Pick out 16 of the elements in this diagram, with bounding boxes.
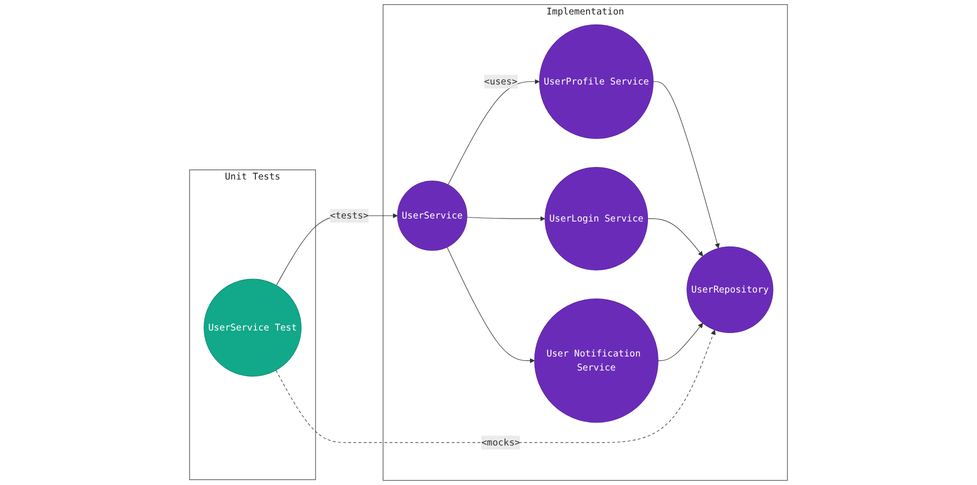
edge-label: <uses> (484, 76, 518, 87)
arrow (647, 218, 704, 256)
arrow (446, 246, 535, 364)
edge-label: <mocks> (481, 436, 520, 448)
arrow (658, 322, 704, 361)
node-circle: UserService Test (204, 278, 302, 377)
node-circle: UserLogin Service (544, 167, 648, 270)
node-circle: User Notification Service (534, 298, 658, 423)
node-circle: UserProfile Service (539, 24, 654, 139)
node-circle: UserService (397, 180, 468, 251)
edge-label: <tests> (330, 210, 369, 221)
arrow (276, 330, 716, 443)
node-circle: UserRepository (686, 246, 774, 334)
arrow (448, 79, 540, 186)
arrow (466, 216, 546, 222)
arrow (652, 81, 720, 248)
